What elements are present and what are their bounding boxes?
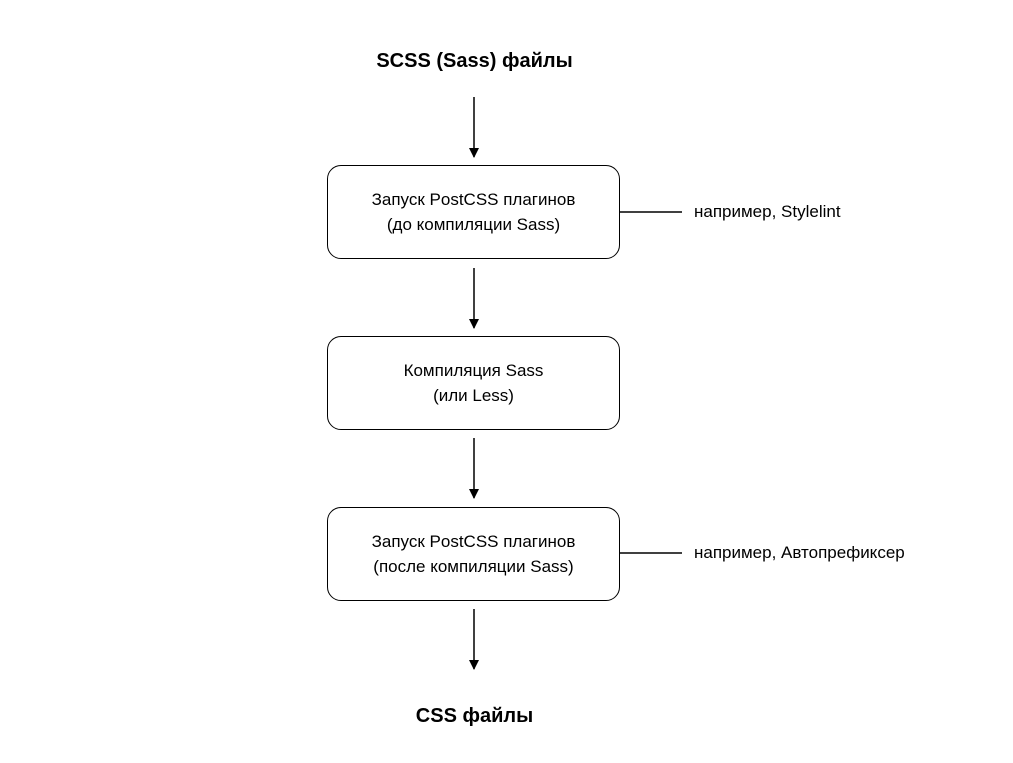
step-sass-compile: Компиляция Sass (или Less) (327, 336, 620, 430)
step-label-line1: Запуск PostCSS плагинов (371, 190, 576, 209)
step-label-line2: (после компиляции Sass) (373, 557, 574, 576)
step-label-line1: Компиляция Sass (403, 361, 544, 380)
note-autoprefixer: например, Автопрефиксер (694, 543, 905, 562)
output-files-label: CSS файлы (415, 705, 534, 727)
step-label-line2: (до компиляции Sass) (386, 215, 561, 234)
step-label-line2: (или Less) (433, 386, 514, 405)
source-files-label: SCSS (Sass) файлы (376, 50, 573, 72)
step-postcss-after-sass: Запуск PostCSS плагинов (после компиляци… (327, 507, 620, 601)
step-postcss-before-sass: Запуск PostCSS плагинов (до компиляции S… (327, 165, 620, 259)
note-stylelint: например, Stylelint (694, 202, 841, 221)
step-label-line1: Запуск PostCSS плагинов (371, 532, 576, 551)
